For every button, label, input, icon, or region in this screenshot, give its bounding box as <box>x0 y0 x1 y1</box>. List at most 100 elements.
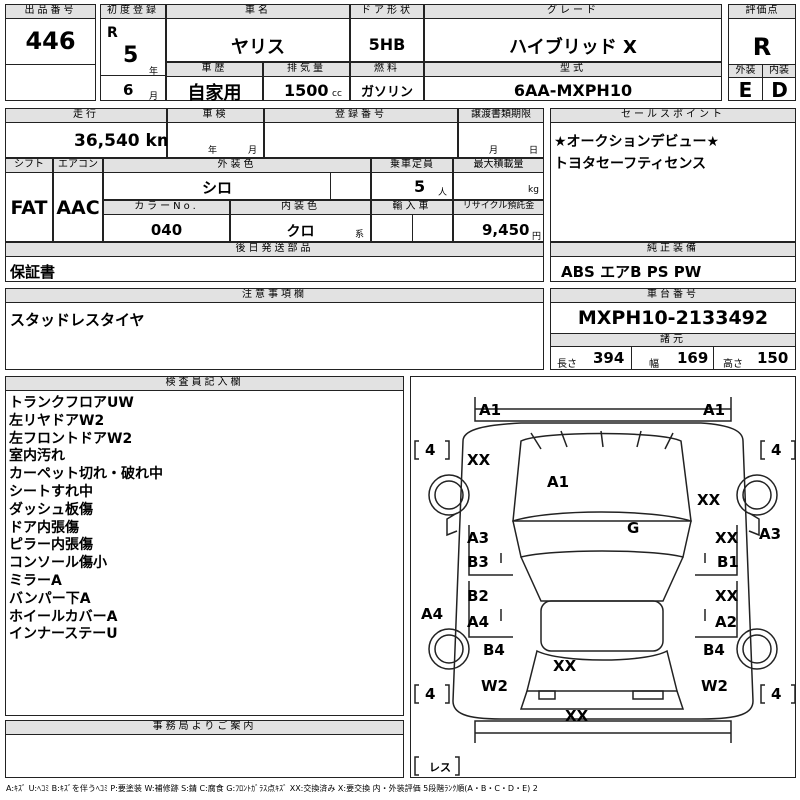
fuel-label: 燃料 <box>351 63 423 77</box>
int-color-unit: 系 <box>355 230 365 240</box>
mark-windshield: G <box>627 519 640 537</box>
inspector-box: 検査員記入欄 トランクフロアUW 左リヤドアW2 左フロントドアW2 室内汚れ … <box>5 376 404 716</box>
mark-front-fender-right: XX <box>697 491 721 509</box>
month-value: 6 <box>123 81 134 99</box>
shift: FAT <box>10 197 48 219</box>
score-box: 評価点 R 外装 内装 E D <box>728 4 796 102</box>
inspector-item: カーペット切れ・破れ中 <box>9 466 163 483</box>
inspector-item: インナーステーU <box>9 626 118 643</box>
transfer-day-unit: 日 <box>529 146 539 156</box>
history: 自家用 <box>187 83 242 104</box>
month-unit: 月 <box>149 92 159 102</box>
ext-color-box: 外装色 シロ <box>103 158 371 200</box>
sales-point-1: ★オークションデビュー★ <box>554 134 720 150</box>
car-outline-diagram <box>414 397 795 776</box>
height: 150 <box>757 349 789 367</box>
office-label: 事務局よりご案内 <box>6 721 403 735</box>
door-box: ドア形状 5HB <box>350 4 424 62</box>
registration-number-label: 登録番号 <box>265 109 457 123</box>
chassis-box: 車台番号 MXPH10-2133492 諸元 長さ 394 幅 169 高さ 1… <box>550 288 796 370</box>
model: 6AA-MXPH10 <box>513 81 633 100</box>
mileage-label: 走行 <box>6 109 166 123</box>
first-registration-box: 初度登録 R 5 年 6 月 <box>100 4 166 102</box>
displacement-label: 排気量 <box>264 63 349 77</box>
import-box: 輸入車 <box>371 200 453 242</box>
mark-tire-rear-left: 4 <box>425 685 436 703</box>
inspection-box: 車検 年 月 <box>167 108 264 158</box>
mark-front-fender-left: XX <box>467 451 491 469</box>
office-box: 事務局よりご案内 <box>5 720 404 778</box>
ext-color-label: 外装色 <box>104 159 370 173</box>
later-parts-box: 後日発送部品 保証書 <box>5 242 544 282</box>
door-type: 5HB <box>368 35 406 54</box>
shift-box: シフト FAT <box>5 158 53 242</box>
int-color-label: 内装色 <box>231 201 370 215</box>
length-label: 長さ <box>557 359 577 370</box>
mileage-box: 走行 36,540 km <box>5 108 175 158</box>
ext-color: シロ <box>201 179 232 197</box>
notes: スタッドレスタイヤ <box>10 311 145 329</box>
later-parts-label: 後日発送部品 <box>6 243 543 257</box>
fuel: ガソリン <box>360 85 413 100</box>
notes-box: 注意事項欄 スタッドレスタイヤ <box>5 288 544 370</box>
grade-label: グレード <box>425 5 721 19</box>
capacity-unit: 人 <box>438 188 448 198</box>
notes-label: 注意事項欄 <box>6 289 543 303</box>
displacement-unit: cc <box>332 89 342 99</box>
displacement: 1500 <box>284 81 329 100</box>
exterior-label: 外装 <box>729 65 762 78</box>
inspector-item: 左リヤドアW2 <box>9 412 105 429</box>
inspector-item: トランクフロアUW <box>9 395 134 411</box>
score-label: 評価点 <box>729 5 795 19</box>
mileage: 36,540 km <box>74 131 175 151</box>
grade-box: グレード ハイブリッド X <box>424 4 722 62</box>
history-label: 車歴 <box>167 63 262 77</box>
inspector-item: ホイールカバーA <box>9 608 118 625</box>
later-parts: 保証書 <box>10 263 56 281</box>
inspector-item: コンソール傷小 <box>9 555 107 572</box>
genuine-label: 純正装備 <box>551 243 795 257</box>
interior-score: D <box>771 78 788 102</box>
inspector-item: バンパー下A <box>9 590 91 607</box>
inspection-year-unit: 年 <box>208 146 218 156</box>
genuine-box: 純正装備 ABS エアB PS PW <box>550 242 796 282</box>
exterior-score: E <box>738 78 753 102</box>
max-load-box: 最大積載量 kg <box>453 158 544 200</box>
fuel-box: 燃料 ガソリン <box>350 62 424 101</box>
mark-hood: A1 <box>547 473 570 491</box>
transfer-month-unit: 月 <box>489 146 499 156</box>
mark-front-door-left: A3 <box>467 529 490 547</box>
length: 394 <box>593 349 625 367</box>
inspector-item: ダッシュ板傷 <box>9 501 93 518</box>
transfer-deadline-label: 譲渡書類期限 <box>459 109 543 123</box>
lot-number: 446 <box>25 27 76 55</box>
inspector-item: 室内汚れ <box>9 448 65 465</box>
car-name: ヤリス <box>231 37 285 58</box>
mark-front-bumper-left: A1 <box>479 401 502 419</box>
lot-number-label: 出品番号 <box>6 5 95 19</box>
transfer-deadline-box: 譲渡書類期限 月 日 <box>458 108 544 158</box>
recycle-label: リサイクル預託金 <box>454 201 543 215</box>
height-label: 高さ <box>723 359 743 370</box>
color-no-label: カラーNo. <box>104 201 229 215</box>
mark-tire-rear-right: 4 <box>771 685 782 703</box>
aircon: AAC <box>56 197 100 219</box>
sales-point-label: セールスポイント <box>551 109 795 123</box>
mark-rear-fender-left: B4 <box>483 641 505 659</box>
aircon-box: エアコン AAC <box>53 158 103 242</box>
aircon-label: エアコン <box>54 159 102 173</box>
inspection-label: 車検 <box>168 109 263 123</box>
model-label: 型式 <box>425 63 721 77</box>
chassis-number: MXPH10-2133492 <box>577 307 769 329</box>
mark-tire-front-left: 4 <box>425 441 436 459</box>
inspection-month-unit: 月 <box>248 146 258 156</box>
sales-point-2: トヨタセーフティセンス <box>554 156 707 172</box>
recycle-unit: 円 <box>532 232 542 242</box>
sales-point-box: セールスポイント ★オークションデビュー★ トヨタセーフティセンス <box>550 108 796 242</box>
first-registration-label: 初度登録 <box>101 5 165 19</box>
mark-rear-door-right-lower: A2 <box>715 613 738 631</box>
spare-tire-lesu: レス <box>429 761 451 774</box>
mark-quarter-left: W2 <box>481 677 508 695</box>
mark-tire-front-right: 4 <box>771 441 782 459</box>
car-name-box: 車名 ヤリス <box>166 4 350 62</box>
